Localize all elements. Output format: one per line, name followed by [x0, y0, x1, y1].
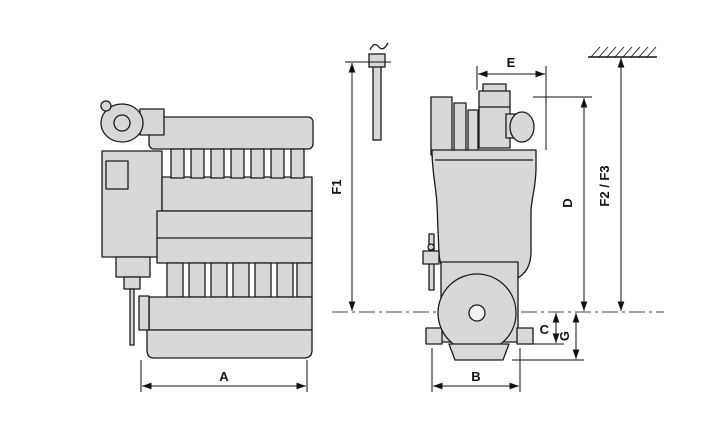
front-oil-pan — [448, 343, 510, 361]
oil-pan — [146, 329, 313, 359]
dim-f2-f3 — [588, 46, 657, 311]
dim-d — [533, 96, 592, 311]
dim-f1 — [345, 61, 391, 311]
turbo-cap — [100, 100, 112, 112]
valve-cover — [148, 116, 314, 150]
dim-label-a: A — [219, 369, 229, 384]
cylinder-rib — [254, 262, 272, 298]
lower-block — [148, 296, 313, 331]
dim-g — [512, 313, 584, 361]
exhaust-cap — [368, 53, 386, 68]
dim-label-c: C — [540, 322, 550, 337]
dimensions — [140, 46, 657, 392]
air-cleaner — [430, 96, 453, 156]
turbo-housing — [100, 103, 144, 143]
hand-pump — [422, 250, 440, 265]
injector-rib — [210, 148, 225, 179]
air-cleaner-tube — [453, 102, 467, 156]
cylinder-rib — [276, 262, 294, 298]
dim-label-e: E — [507, 55, 516, 70]
cylinder-rib — [188, 262, 206, 298]
side-view-engine — [100, 100, 314, 359]
mounting-foot — [516, 327, 534, 345]
cylinder-rib — [232, 262, 250, 298]
dim-e — [476, 66, 547, 150]
front-fitting — [115, 256, 151, 278]
dim-label-d: D — [560, 198, 575, 207]
pump-knob — [427, 243, 435, 251]
exhaust-pipe — [368, 42, 389, 141]
cylinder-rib — [166, 262, 184, 298]
accessory-detail — [105, 160, 129, 190]
dim-c — [524, 313, 564, 345]
muffler — [509, 111, 535, 143]
injector-rib — [170, 148, 185, 179]
dim-b — [431, 348, 521, 392]
crankcase — [156, 210, 313, 264]
cylinder-head — [161, 176, 313, 212]
dim-a — [140, 360, 308, 392]
exhaust-stack — [372, 65, 382, 141]
injector-rib — [250, 148, 265, 179]
front-bracket — [138, 295, 150, 331]
dipstick — [129, 288, 135, 346]
injector-rib — [290, 148, 305, 179]
intake-elbow — [139, 108, 165, 136]
intake-duct — [467, 109, 479, 153]
exhaust-gas-squiggle — [369, 42, 389, 51]
ground-hatching — [590, 46, 657, 58]
cylinder-rib — [296, 262, 313, 298]
dim-label-b: B — [471, 369, 480, 384]
dim-label-f2-f3: F2 / F3 — [597, 165, 612, 206]
injector-rib — [230, 148, 245, 179]
front-fitting — [123, 276, 141, 290]
dim-label-g: G — [557, 331, 572, 341]
dim-label-f1: F1 — [329, 179, 344, 194]
mounting-foot — [425, 327, 443, 345]
crank-center — [468, 304, 486, 322]
turbo-inlet — [113, 114, 131, 132]
front-view-engine — [422, 83, 537, 361]
injector-rib — [270, 148, 285, 179]
injector-rib — [190, 148, 205, 179]
cylinder-rib — [210, 262, 228, 298]
